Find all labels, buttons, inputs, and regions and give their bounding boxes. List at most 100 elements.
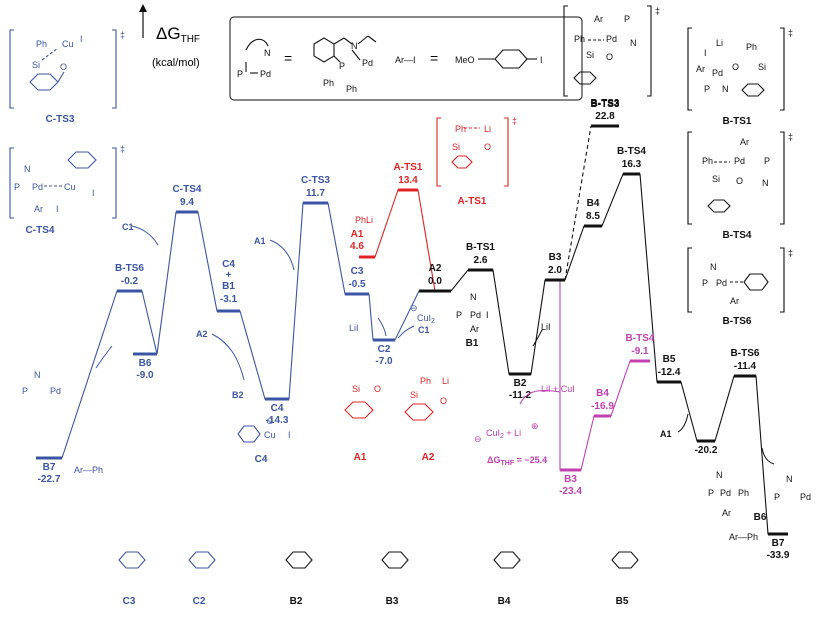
- b-ts4-pd: Pd: [734, 156, 745, 166]
- magenta-path: [559, 280, 650, 471]
- bottom-ring-b2: [285, 551, 313, 569]
- level-name-btsb6: B-TS6: [115, 263, 144, 274]
- legend-meo: MeO: [455, 55, 475, 65]
- c1b-label: C1: [418, 325, 430, 335]
- b6-ph: Ph: [738, 488, 749, 498]
- b1-ar: Ar: [470, 324, 479, 334]
- a1-right-arrow: [677, 413, 689, 433]
- lii-c-label: LiI: [349, 323, 359, 333]
- bottom-ring-c2: [188, 551, 216, 569]
- c4-i: I: [288, 430, 291, 440]
- level-name-b6: B6: [139, 358, 152, 369]
- a1-ring: [344, 401, 374, 419]
- level-value-bts1: 2.6: [474, 255, 488, 266]
- annotations: C1 A1 A2 B2 PhLi LiI CuI2 ⊖ C1 LiI LiI +…: [74, 215, 775, 542]
- c-ts3-cu: Cu: [62, 39, 74, 49]
- cul2-li-minus: ⊖: [474, 434, 482, 444]
- legend-equals-2: =: [430, 50, 438, 66]
- level-name-b3: B3: [549, 252, 562, 263]
- ligand-glyph: [245, 38, 269, 74]
- structure-c-ts4: [9, 147, 117, 219]
- b-ts1-i: I: [704, 48, 707, 58]
- a1-arrow-label: A1: [254, 236, 266, 246]
- level-value-btsb6: -0.2: [121, 276, 139, 287]
- level-name-bts3: B-TS3: [591, 98, 620, 109]
- a2-arrow: [211, 333, 245, 381]
- level-value-bts4: 16.3: [622, 159, 642, 170]
- a-ts1-ph: Ph: [455, 124, 466, 134]
- level-name-c4b1: +: [226, 270, 232, 281]
- b6-ar: Ar: [722, 508, 731, 518]
- level-name-b2: B2: [514, 378, 527, 389]
- c-ts3-ph: Ph: [36, 39, 47, 49]
- b-ts4-dagger: ‡: [788, 132, 793, 142]
- pd-right-n: N: [786, 474, 793, 484]
- level-value-bts3: 22.8: [595, 111, 615, 122]
- level-name-c4: C4: [271, 403, 284, 414]
- level-name-b4: B4: [587, 198, 600, 209]
- legend-i: I: [540, 55, 543, 65]
- b-ts3-dagger: ‡: [655, 6, 660, 16]
- level-name-b4m: B4: [596, 388, 609, 399]
- pd-right-pd: Pd: [800, 492, 811, 502]
- b-ts1-n: N: [722, 84, 729, 94]
- lii-b-arrow: [532, 329, 543, 347]
- legend-benzene: [494, 49, 528, 69]
- b6-n: N: [716, 470, 723, 480]
- c4-minus: ⊖: [266, 416, 274, 426]
- structures: Ph Cu I Si O ‡ C-TS3 N P Pd Cu I Ar I ‡ …: [9, 5, 811, 523]
- lii-cui-label: LiI + CuI: [541, 384, 575, 394]
- level-name-b7: B7: [43, 462, 56, 473]
- level-name-b3m: B3: [564, 474, 577, 485]
- ligand-pd: Pd: [362, 58, 373, 68]
- red-path: [359, 189, 436, 292]
- b-ts6-p: P: [702, 278, 708, 288]
- structure-b-ts6: [687, 247, 785, 313]
- cul2-label: CuI2: [417, 313, 435, 325]
- legend-equals-1: =: [284, 50, 292, 66]
- bottom-label-c3: C3: [123, 596, 136, 607]
- b-ts3-pd: Pd: [606, 34, 617, 44]
- b-ts4-ph: Ph: [702, 156, 713, 166]
- c-ts4-pd: Pd: [32, 182, 43, 192]
- legend-box: [229, 16, 583, 101]
- a-ts1-si: Si: [452, 142, 460, 152]
- b-ts3-si: Si: [586, 50, 594, 60]
- level-name-ats1: A-TS1: [394, 162, 423, 173]
- level-value-b7: -22.7: [38, 474, 61, 485]
- level-value-cts3: 11.7: [306, 188, 325, 199]
- level-value-b6: -9.0: [136, 370, 154, 381]
- level-value-b7r: -33.9: [767, 550, 790, 561]
- level-value-c4b1: -3.1: [220, 294, 238, 305]
- a1-si: Si: [352, 384, 360, 394]
- b2-arrow-label: B2: [232, 390, 244, 400]
- dashed-path: [564, 125, 592, 281]
- blue-path: [61, 202, 420, 459]
- b6-pd: Pd: [720, 488, 731, 498]
- axis-arrowhead: [139, 4, 147, 12]
- arph-right: Ar—Ph: [729, 532, 758, 542]
- level-value-b4: 8.5: [586, 211, 600, 222]
- arph-left: Ar—Ph: [74, 465, 103, 475]
- c-ts3-si: Si: [32, 60, 40, 70]
- c-ts3-dagger: ‡: [120, 30, 125, 40]
- level-value-bts6: -11.4: [734, 361, 757, 372]
- b-ts4-p: P: [764, 156, 770, 166]
- dg-thf-label: ΔGTHF = −25.4: [487, 455, 547, 467]
- b1-i: I: [486, 310, 489, 320]
- level-name-btsm: B-TS4: [626, 333, 655, 344]
- b-ts3-ar: Ar: [594, 14, 603, 24]
- a2-ring: [404, 403, 434, 421]
- legend-n: N: [264, 48, 271, 58]
- a1-struct-label: A1: [354, 452, 367, 463]
- bottom-ring-c3: [118, 551, 146, 569]
- c-ts4-label: C-TS4: [26, 225, 55, 236]
- level-name-c3: C3: [351, 266, 364, 277]
- b1-n: N: [470, 292, 477, 302]
- c-ts4-p: P: [14, 182, 20, 192]
- a-ts1-dagger: ‡: [512, 116, 517, 126]
- b1-p: P: [456, 310, 462, 320]
- ligand-n: N: [351, 41, 358, 51]
- c-ts4-dagger: ‡: [120, 144, 125, 154]
- ligand-ph2: Ph: [346, 84, 357, 94]
